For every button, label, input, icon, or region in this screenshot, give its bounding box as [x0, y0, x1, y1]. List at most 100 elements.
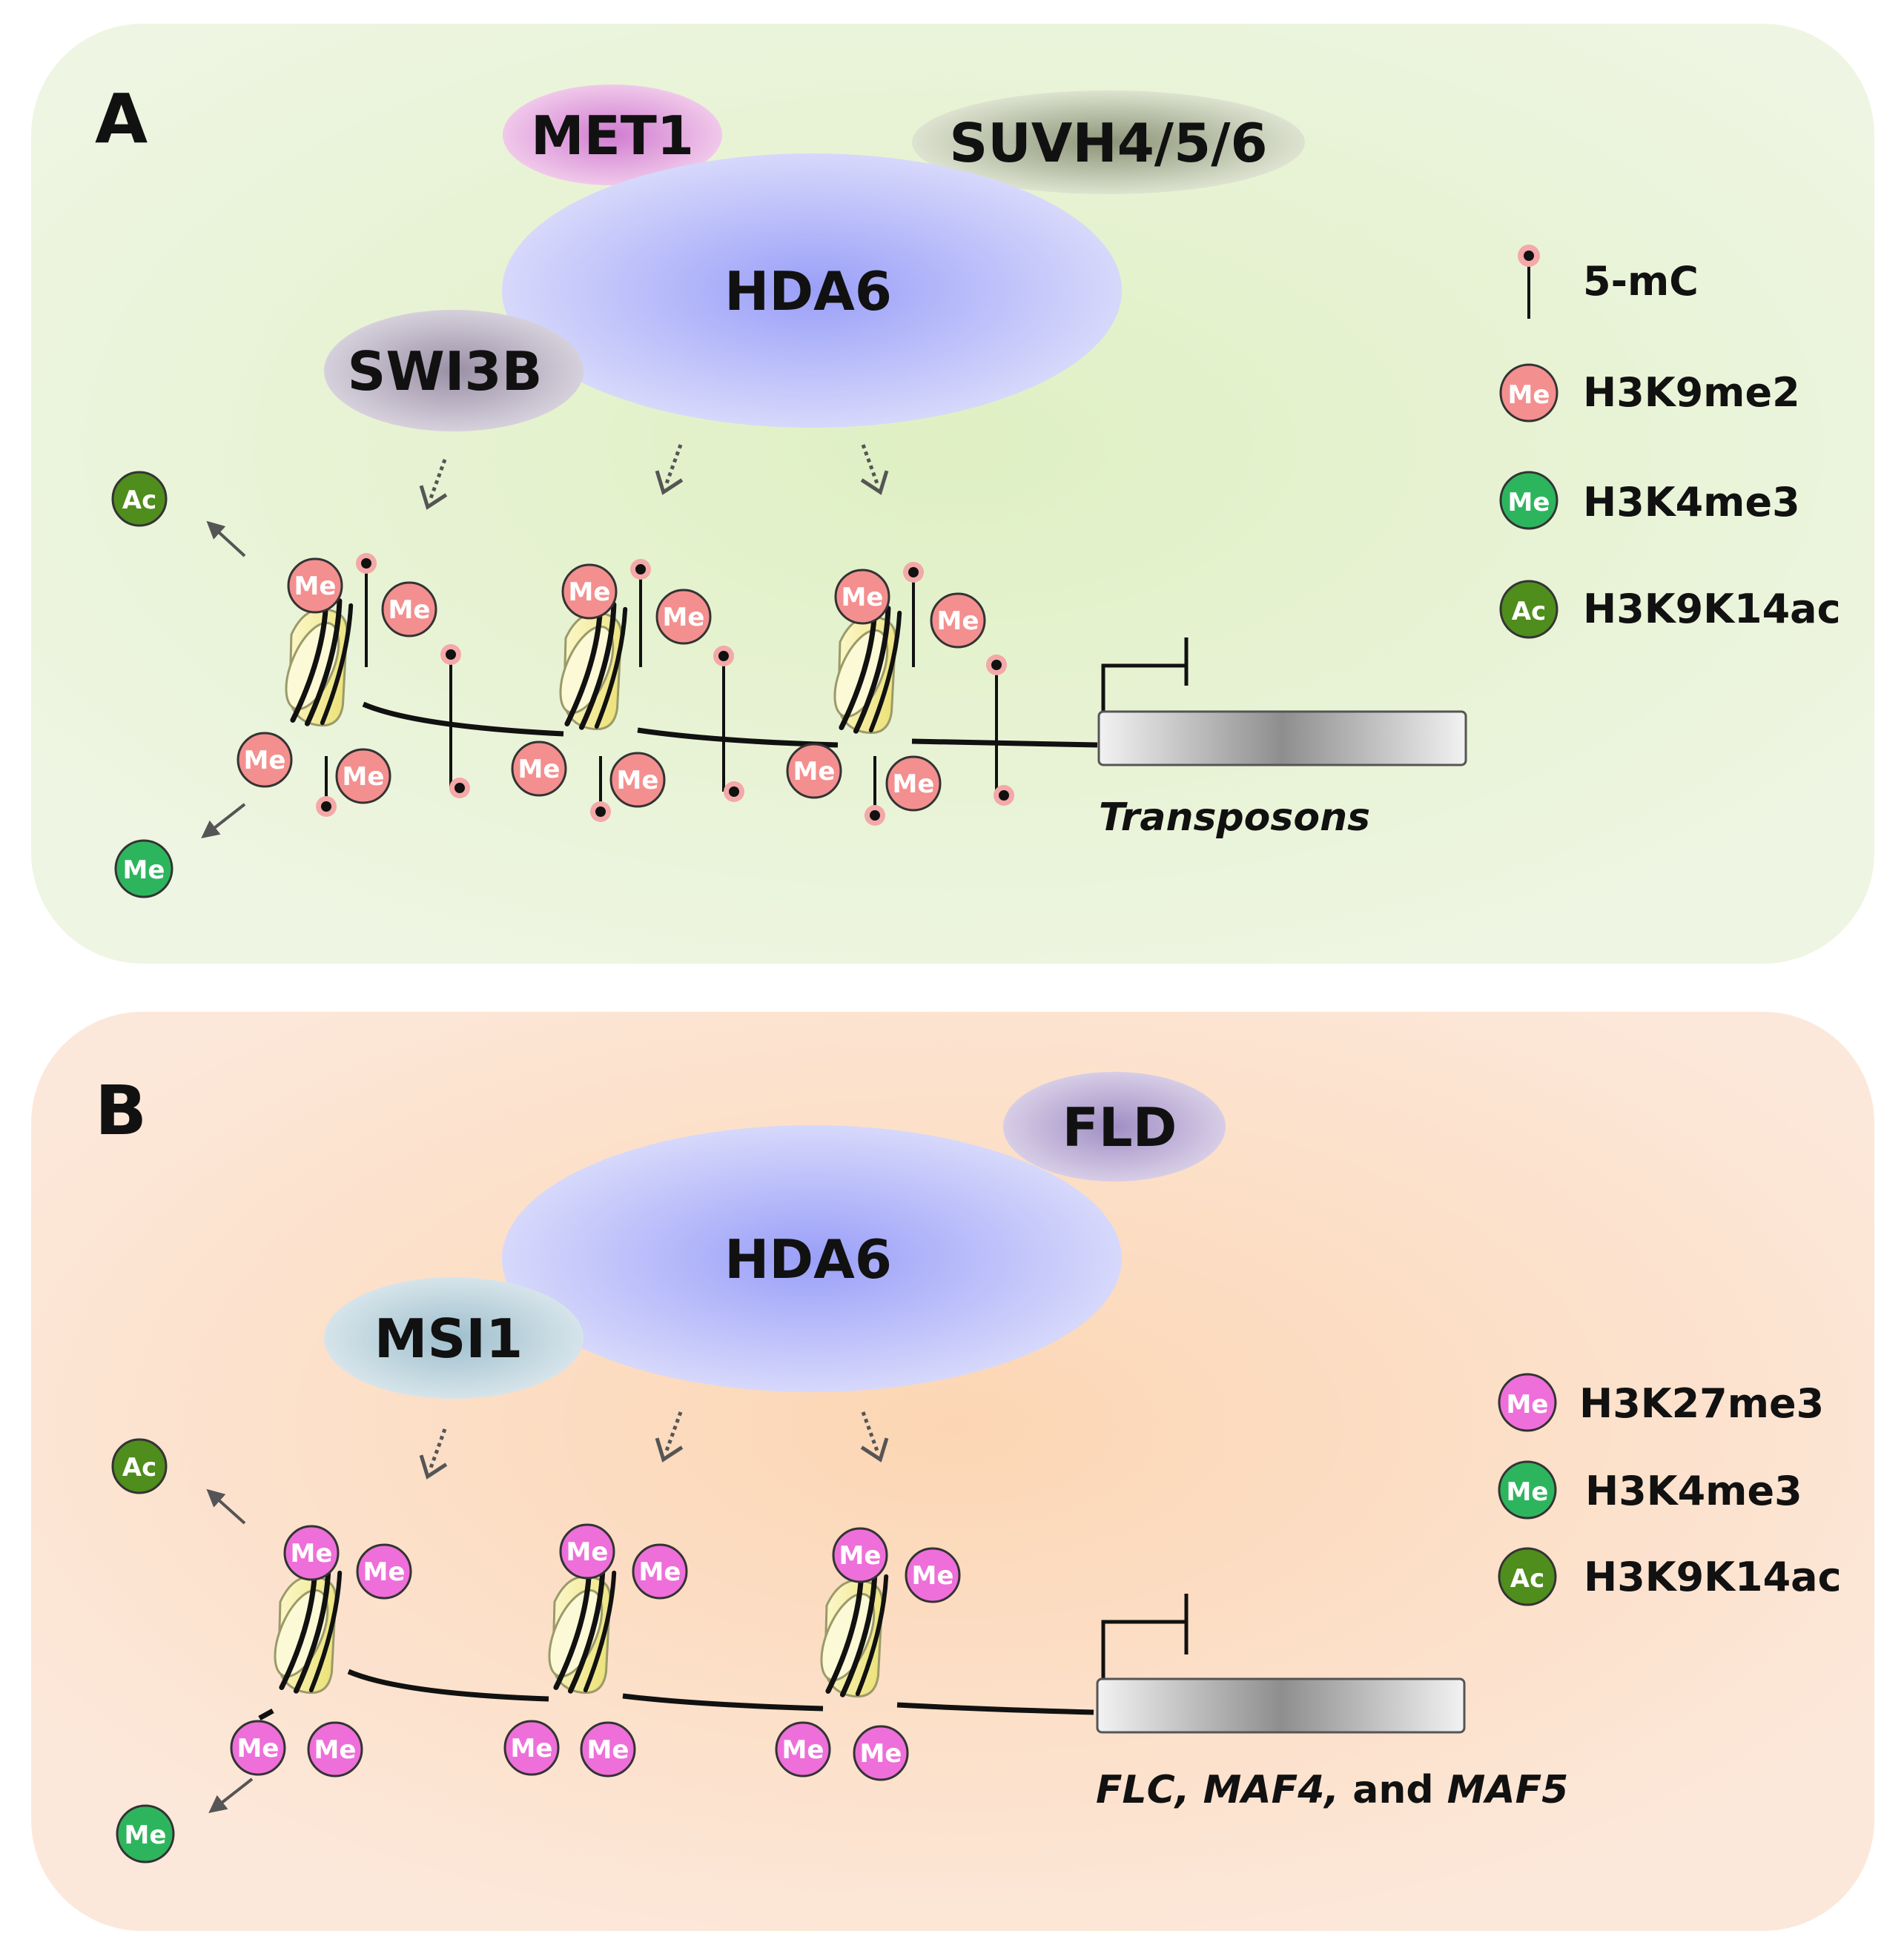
me-mark-text: Me	[860, 1739, 902, 1769]
me-mark-text: Me	[237, 1734, 280, 1763]
me-histone-mark: Me	[885, 755, 942, 812]
me-histone-mark: Me	[559, 1523, 615, 1580]
suvh-label: SUVH4/5/6	[949, 112, 1267, 174]
me-mark-b: Me	[116, 1804, 175, 1863]
me-mark-text: Me	[569, 577, 611, 607]
me-mark-text: Me	[314, 1735, 357, 1765]
gene-names-and: and	[1339, 1768, 1447, 1812]
me-histone-mark: Me	[381, 581, 437, 637]
flc-maf-label: FLC, MAF4, and MAF5	[1096, 1768, 1568, 1812]
fld-label: FLD	[1062, 1096, 1177, 1159]
me-mark-text: Me	[937, 606, 979, 636]
legend-icon-text: Me	[1508, 380, 1550, 410]
hda6-protein-a	[502, 153, 1122, 428]
me-histone-mark: Me	[283, 1525, 340, 1581]
legend-h3k9k14ac-label: H3K9K14ac	[1584, 1554, 1842, 1600]
me-mark-a: Me	[114, 839, 173, 898]
me-mark-text: Me	[587, 1735, 629, 1765]
legend-h3k27me3-label: H3K27me3	[1579, 1380, 1824, 1427]
me-mark-text: Me	[125, 1821, 167, 1850]
suvh-protein	[912, 90, 1305, 194]
me-mark-text: Me	[343, 762, 385, 792]
hda6-label-b: HDA6	[724, 1228, 892, 1291]
legend-icon-text: Me	[1507, 1477, 1549, 1507]
me-mark-text: Me	[782, 1735, 824, 1765]
me-histone-mark: Me	[834, 569, 890, 625]
legend-icon-text: Ac	[1512, 597, 1546, 626]
legend-h3k9k14ac-label: H3K9K14ac	[1583, 586, 1841, 632]
me-mark-text: Me	[839, 1541, 882, 1571]
5mc-lollipop	[316, 756, 337, 817]
me-histone-mark: Me	[853, 1725, 909, 1781]
me-mark-text: Me	[566, 1537, 609, 1567]
legend-icon-text: Me	[1507, 1390, 1549, 1419]
me-histone-mark: Me	[832, 1527, 888, 1583]
5mc-lollipop	[903, 562, 924, 667]
msi1-label: MSI1	[374, 1308, 523, 1370]
5mc-lollipop	[630, 559, 651, 667]
legend-ac-icon: Ac	[1498, 1547, 1557, 1606]
met1-label: MET1	[531, 105, 694, 167]
5mc-lollipop	[986, 655, 1014, 806]
me-histone-mark: Me	[609, 752, 666, 808]
legend-a: 5-mC Me H3K9me2 Me H3K4me3 Ac H3K9K14ac	[1499, 245, 1841, 639]
me-mark-text: Me	[639, 1557, 681, 1587]
me-removal-arrow	[208, 1778, 254, 1813]
me-histone-mark: Me	[335, 748, 391, 804]
me-mark-text: Me	[842, 583, 884, 612]
gene-names-part3: MAF5	[1447, 1768, 1569, 1812]
hda6-protein-b	[502, 1125, 1122, 1392]
methylated-cytosines-a	[316, 553, 1014, 826]
ac-removal-arrow	[206, 520, 246, 557]
me-histone-mark: Me	[287, 557, 343, 614]
legend-b: Me H3K27me3 Me H3K4me3 Ac H3K9K14ac	[1498, 1373, 1842, 1606]
transposon-gene-box	[1097, 710, 1467, 766]
transposons-label: Transposons	[1099, 795, 1370, 840]
me-histone-mark: Me	[930, 592, 986, 649]
gene-names-part1: FLC, MAF4,	[1096, 1768, 1339, 1812]
me-mark-text: Me	[291, 1539, 333, 1568]
panel-a-label: A	[95, 79, 148, 159]
legend-5mc-icon	[1518, 245, 1540, 319]
flc-gene-box	[1096, 1677, 1466, 1734]
me-mark-text: Me	[363, 1557, 406, 1587]
me-mark-text: Me	[912, 1561, 954, 1591]
me-mark-text: Me	[518, 755, 561, 784]
5mc-lollipop	[713, 646, 744, 802]
me-removal-arrow	[201, 803, 246, 838]
dna-strand-b	[258, 1708, 274, 1721]
me-mark-text: Me	[389, 595, 431, 625]
fld-protein	[1003, 1072, 1226, 1182]
me-histone-mark: Me	[356, 1543, 412, 1600]
ac-mark-text: Ac	[122, 486, 156, 515]
5mc-lollipop	[440, 644, 470, 798]
me-histone-mark: Me	[561, 563, 618, 620]
dna-strand-b	[347, 1669, 1094, 1715]
me-mark-text: Me	[793, 757, 836, 786]
me-mark-text: Me	[244, 746, 286, 775]
me-histone-mark: Me	[655, 589, 712, 645]
me-histone-mark: Me	[307, 1721, 363, 1778]
me-mark-text: Me	[617, 766, 659, 795]
ac-mark-b: Ac	[111, 1438, 168, 1494]
me-histone-mark: Me	[580, 1721, 636, 1778]
legend-h3k4me3-icon: Me	[1499, 471, 1558, 530]
me-histone-mark: Me	[632, 1543, 688, 1600]
legend-5mc-label: 5-mC	[1583, 258, 1699, 305]
legend-h3k4me3-icon: Me	[1498, 1460, 1557, 1520]
legend-h3k9me2-label: H3K9me2	[1583, 369, 1800, 416]
legend-icon-text: Ac	[1510, 1564, 1544, 1594]
legend-ac-icon: Ac	[1499, 580, 1558, 639]
me-histone-mark: Me	[905, 1547, 961, 1603]
legend-icon-text: Me	[1508, 488, 1550, 517]
me-histone-mark: Me	[511, 741, 567, 797]
legend-h3k9me2-icon: Me	[1499, 363, 1558, 423]
me-mark-text: Me	[294, 572, 337, 601]
me-histone-mark: Me	[237, 732, 293, 788]
me-histone-mark: Me	[503, 1720, 560, 1776]
5mc-lollipop	[865, 756, 885, 826]
swi3b-protein	[324, 310, 584, 431]
5mc-lollipop	[590, 756, 611, 822]
panel-b-label: B	[95, 1071, 147, 1150]
